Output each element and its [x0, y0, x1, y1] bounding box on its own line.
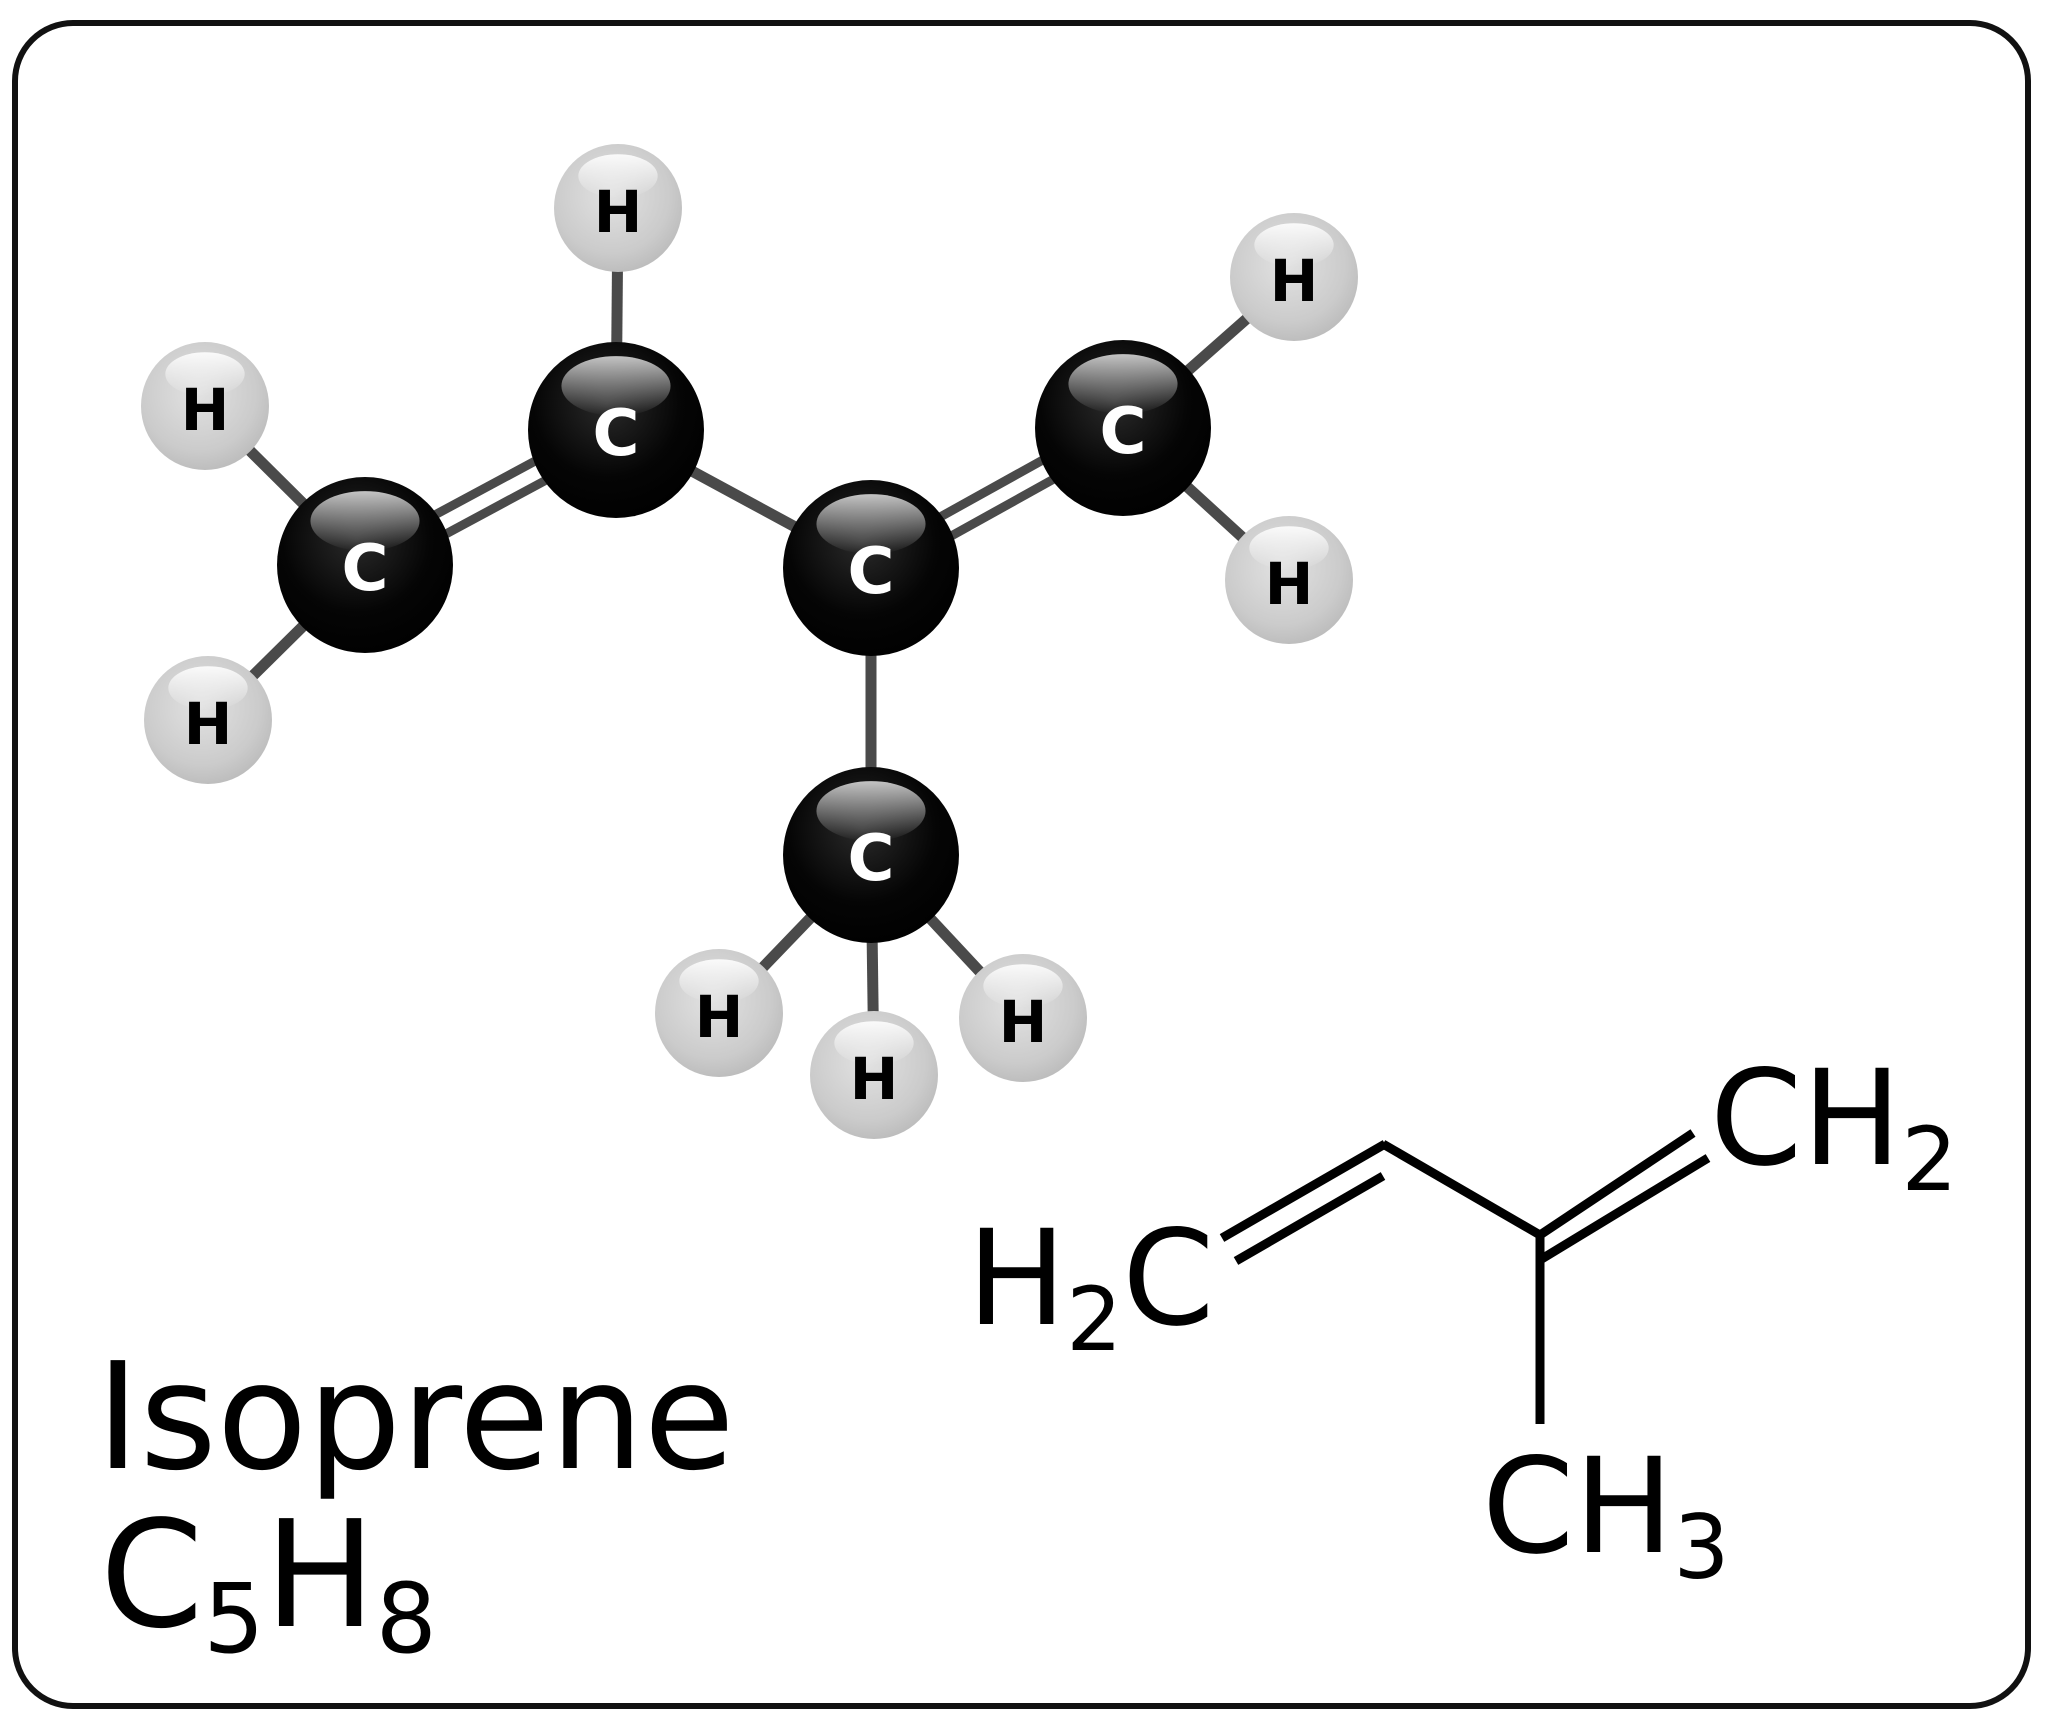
atom-highlight — [310, 491, 420, 551]
group-ch3-subscript: 3 — [1673, 1496, 1729, 1599]
atom-highlight — [834, 1021, 914, 1065]
carbon-atom-c3: C — [783, 480, 959, 656]
skeletal-single-bond-middle — [1380, 1140, 1543, 1239]
group-label-ch2: CH2 — [1710, 1042, 1957, 1211]
atom-symbol: H — [594, 178, 643, 246]
diagram-frame — [12, 20, 2031, 1709]
atom-highlight — [561, 356, 671, 416]
atom-symbol: C — [1100, 395, 1147, 469]
atom-symbol: H — [999, 988, 1048, 1056]
skeletal-double-bond-right-inner — [1537, 1154, 1711, 1264]
group-ch2-main: CH — [1710, 1042, 1901, 1196]
molecule-name: Isoprene — [96, 1331, 735, 1503]
skeletal-double-bond-right-outer — [1537, 1129, 1696, 1239]
hydrogen-atom-h7: H — [810, 1011, 938, 1139]
atom-symbol: C — [848, 535, 895, 609]
carbon-atom-c2: C — [528, 342, 704, 518]
group-label-h2c: H2C — [967, 1202, 1214, 1371]
group-h2c-main: H — [967, 1202, 1066, 1356]
hydrogen-atom-h5: H — [1225, 516, 1353, 644]
carbon-atom-c4: C — [1035, 340, 1211, 516]
atom-highlight — [168, 666, 248, 710]
formula-hydrogen-count: 8 — [376, 1563, 437, 1675]
atom-highlight — [816, 494, 926, 554]
atom-highlight — [578, 154, 658, 198]
atom-symbol: H — [184, 690, 233, 758]
atom-highlight — [1254, 223, 1334, 267]
group-label-ch3: CH3 — [1482, 1430, 1729, 1599]
ball-and-stick-atoms: C C C C C H H H H H H H H — [141, 144, 1358, 1139]
atom-symbol: H — [850, 1045, 899, 1113]
atom-highlight — [1068, 354, 1178, 414]
atom-highlight — [983, 964, 1063, 1008]
hydrogen-atom-h6: H — [655, 949, 783, 1077]
skeletal-double-bond-left-inner — [1233, 1172, 1386, 1265]
atom-symbol: H — [1270, 247, 1319, 315]
atom-symbol: H — [695, 983, 744, 1051]
group-h2c-subscript: 2 — [1066, 1268, 1122, 1371]
formula-carbon-count: 5 — [203, 1563, 264, 1675]
formula-carbon: C — [100, 1489, 203, 1661]
atom-symbol: C — [342, 532, 389, 606]
hydrogen-atom-h1: H — [141, 342, 269, 470]
hydrogen-atom-h3: H — [554, 144, 682, 272]
atom-highlight — [816, 781, 926, 841]
carbon-atom-c1: C — [277, 477, 453, 653]
skeletal-formula-lines — [1219, 1129, 1711, 1424]
group-h2c-tail: C — [1122, 1202, 1214, 1356]
hydrogen-atom-h4: H — [1230, 213, 1358, 341]
molecular-formula: C5H8 — [100, 1489, 437, 1675]
atom-symbol: H — [181, 376, 230, 444]
atom-highlight — [165, 352, 245, 396]
skeletal-double-bond-left-outer — [1219, 1140, 1388, 1242]
carbon-atom-c5: C — [783, 767, 959, 943]
formula-hydrogen: H — [264, 1489, 375, 1661]
hydrogen-atom-h2: H — [144, 656, 272, 784]
hydrogen-atom-h8: H — [959, 954, 1087, 1082]
group-ch2-subscript: 2 — [1901, 1108, 1957, 1211]
atom-symbol: C — [848, 822, 895, 896]
atom-symbol: C — [593, 397, 640, 471]
atom-highlight — [1249, 526, 1329, 570]
group-ch3-main: CH — [1482, 1430, 1673, 1584]
atom-symbol: H — [1265, 550, 1314, 618]
atom-highlight — [679, 959, 759, 1003]
